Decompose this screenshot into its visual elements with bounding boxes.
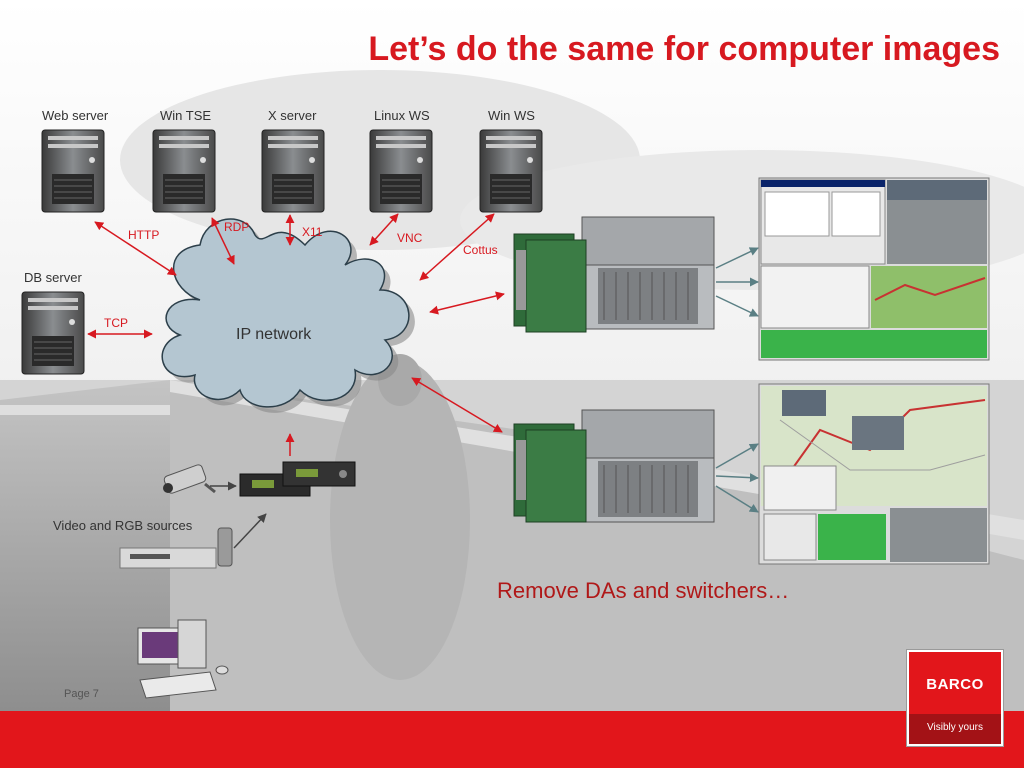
footer-bar	[0, 711, 1024, 768]
win-ws-label: Win WS	[488, 108, 535, 123]
page-number: Page 7	[64, 688, 99, 700]
remove-das-switchers-text: Remove DAs and switchers…	[497, 578, 790, 603]
display-processor-bottom	[513, 409, 715, 523]
rdp-label: RDP	[224, 220, 250, 234]
ip-network-label: IP network	[236, 326, 312, 343]
barco-logo-text: BARCO	[926, 676, 984, 693]
barco-tagline: Visibly yours	[927, 722, 983, 733]
db-server-icon	[21, 291, 85, 375]
x-server-icon	[261, 129, 325, 213]
x-server-label: X server	[268, 108, 317, 123]
linux-ws-label: Linux WS	[374, 108, 430, 123]
ip-network-cloud	[161, 218, 415, 413]
db-server-label: DB server	[24, 270, 82, 285]
cottus-arrow	[419, 213, 495, 281]
win-tse-server-icon	[152, 129, 216, 213]
video-rgb-sources-label: Video and RGB sources	[53, 518, 193, 533]
vnc-arrow	[369, 213, 399, 246]
network-to-processor-arrow-top	[429, 291, 505, 315]
win-tse-label: Win TSE	[160, 108, 212, 123]
vnc-label: VNC	[397, 231, 423, 245]
rdp-arrow	[211, 217, 235, 265]
x11-label: X11	[302, 225, 323, 239]
video-encoder-icon	[239, 461, 356, 497]
display-wall-top	[758, 177, 990, 361]
display-processor-top	[513, 216, 715, 333]
barco-logo-band	[909, 714, 1001, 744]
win-ws-server-icon	[479, 129, 543, 213]
barco-logo: BARCO Visibly yours	[907, 650, 1003, 746]
linux-ws-server-icon	[369, 129, 433, 213]
web-server-label: Web server	[42, 108, 109, 123]
network-to-processor-arrow-bottom	[411, 377, 503, 433]
http-label: HTTP	[128, 228, 160, 242]
pc-workstation-icon	[137, 619, 229, 699]
display-wall-bottom	[758, 383, 990, 565]
dvd-player-icon	[119, 527, 233, 569]
http-arrow	[94, 221, 177, 276]
slide-title: Let’s do the same for computer images	[368, 30, 1000, 68]
tcp-label: TCP	[104, 316, 128, 330]
web-server-icon	[41, 129, 105, 213]
camera-icon	[163, 464, 216, 494]
cottus-label: Cottus	[463, 243, 498, 257]
